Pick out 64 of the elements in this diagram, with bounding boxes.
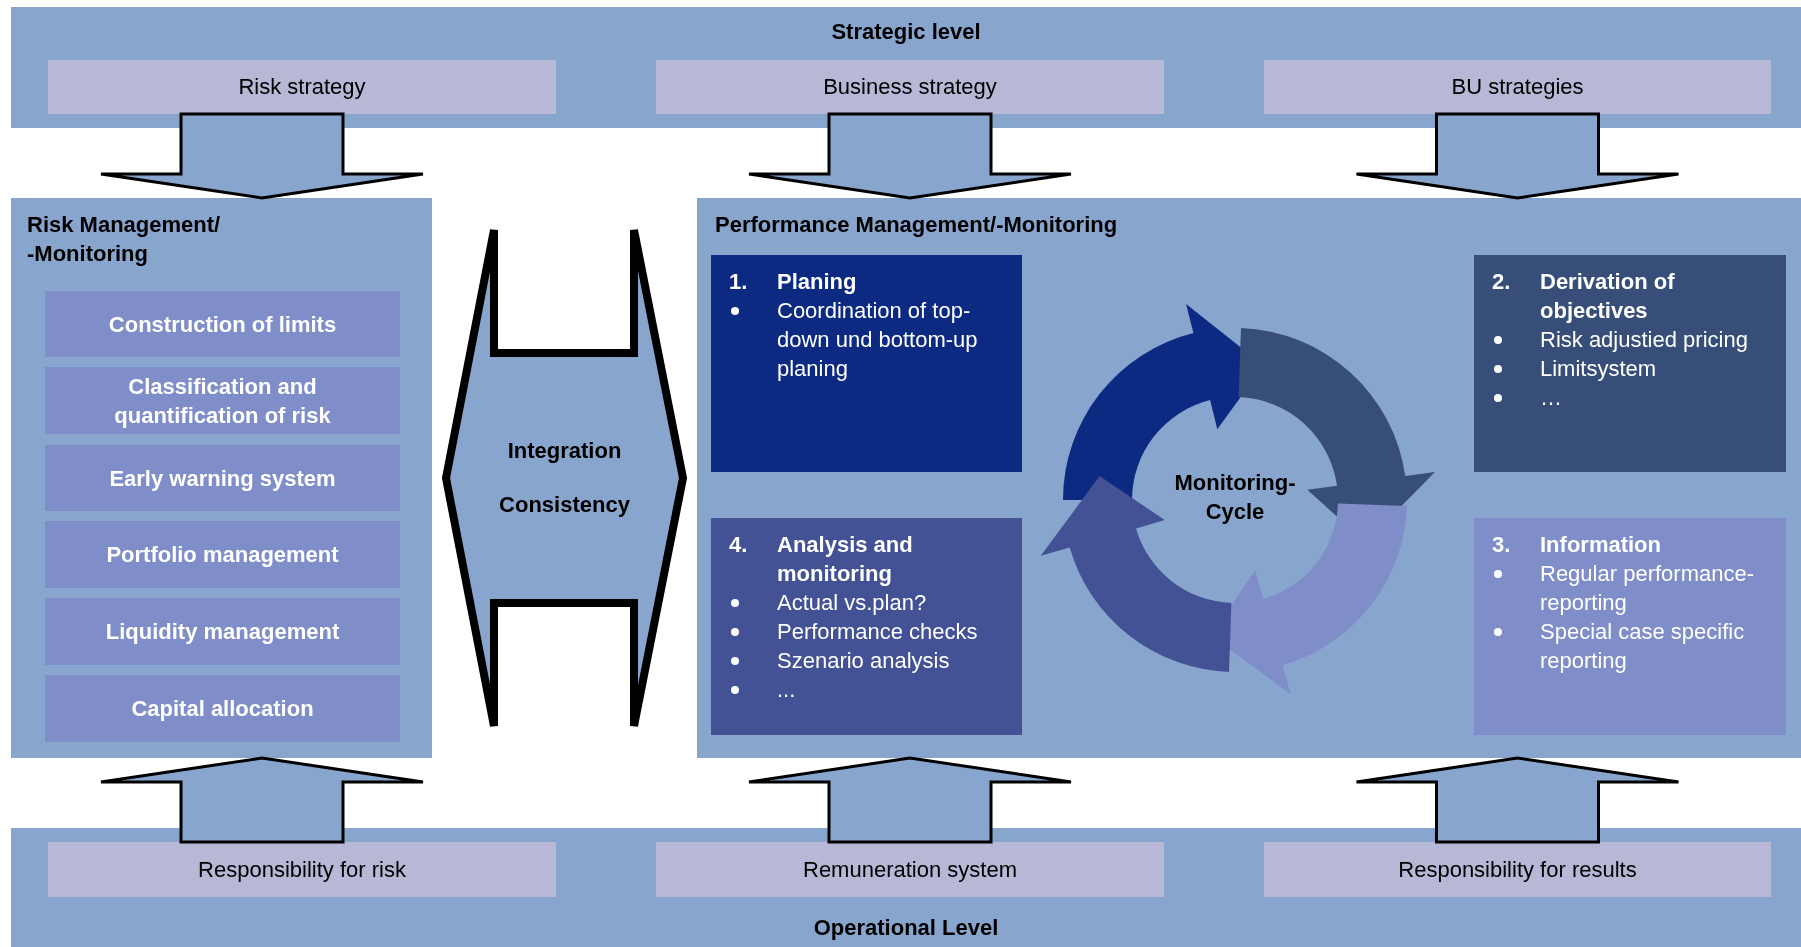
block-arrow (1355, 112, 1680, 200)
band-title: Operational Level (813, 915, 999, 941)
function-box (45, 445, 400, 511)
management-panel (697, 198, 1801, 758)
function-box (45, 675, 400, 742)
bullet-text: Szenario analysis (777, 647, 950, 675)
function-label: Capital allocation (131, 695, 314, 723)
block-arrow (99, 756, 425, 844)
block-arrow (747, 112, 1073, 200)
phase-heading: Analysis and monitoring (777, 531, 914, 588)
phase-heading: Information (1540, 531, 1661, 559)
strategy-box (48, 60, 556, 114)
block-arrow (1355, 756, 1680, 844)
bullet-text: Performance checks (777, 618, 978, 646)
bullet-text: Risk adjustied pricing (1540, 326, 1748, 354)
bullet-text: ... (777, 676, 796, 704)
box-label: Responsibility for results (1398, 856, 1637, 883)
management-panel (11, 198, 432, 758)
function-box (45, 598, 400, 665)
phase-box (711, 518, 1022, 735)
bullet-text: Limitsystem (1540, 355, 1657, 383)
cycle-label: Monitoring-Cycle (1173, 469, 1297, 526)
double-arrow-shape (442, 226, 687, 730)
box-label: Remuneration system (803, 856, 1017, 883)
strategy-box (48, 842, 556, 897)
box-label: Business strategy (823, 74, 997, 100)
bullet-text: Regular performance-reporting (1540, 560, 1755, 617)
function-box (45, 291, 400, 357)
function-box (45, 367, 400, 434)
phase-box (711, 255, 1022, 472)
phase-number: 2. (1492, 268, 1512, 296)
phase-heading: Planing (777, 268, 857, 296)
function-label: Early warning system (109, 464, 336, 493)
strategy-box (1264, 842, 1771, 897)
function-label: Classification and quantification of risk (113, 372, 332, 430)
strategy-box (1264, 60, 1771, 114)
function-label: Portfolio management (106, 541, 339, 569)
shape-label: Consistency (499, 492, 630, 518)
box-label: Risk strategy (238, 74, 366, 100)
bullet-text: Coordination of top-down und bottom-up planing (777, 297, 979, 383)
function-box (45, 521, 400, 588)
strategy-box (656, 842, 1164, 897)
panel-title: Performance Management/-Monitoring (715, 211, 1119, 239)
panel-title: Risk Management/ -Monitoring (27, 211, 222, 268)
phase-box (1474, 255, 1786, 472)
level-band (11, 7, 1801, 128)
shape-label: Integration (507, 438, 622, 464)
block-arrow (747, 756, 1073, 844)
band-title: Strategic level (831, 19, 981, 45)
box-label: Responsibility for risk (198, 856, 406, 883)
phase-number: 3. (1492, 531, 1512, 559)
strategy-box (656, 60, 1164, 114)
bullet-text: … (1540, 384, 1562, 412)
phase-number: 1. (729, 268, 749, 296)
level-band (11, 828, 1801, 947)
phase-number: 4. (729, 531, 749, 559)
phase-box (1474, 518, 1786, 735)
phase-heading: Derivation of objectives (1540, 268, 1676, 325)
function-label: Construction of limits (108, 310, 337, 339)
function-label: Liquidity management (105, 618, 340, 646)
bullet-text: Actual vs.plan? (777, 589, 927, 617)
bullet-text: Special case specific reporting (1540, 618, 1746, 675)
block-arrow (99, 112, 425, 200)
box-label: BU strategies (1451, 74, 1584, 100)
